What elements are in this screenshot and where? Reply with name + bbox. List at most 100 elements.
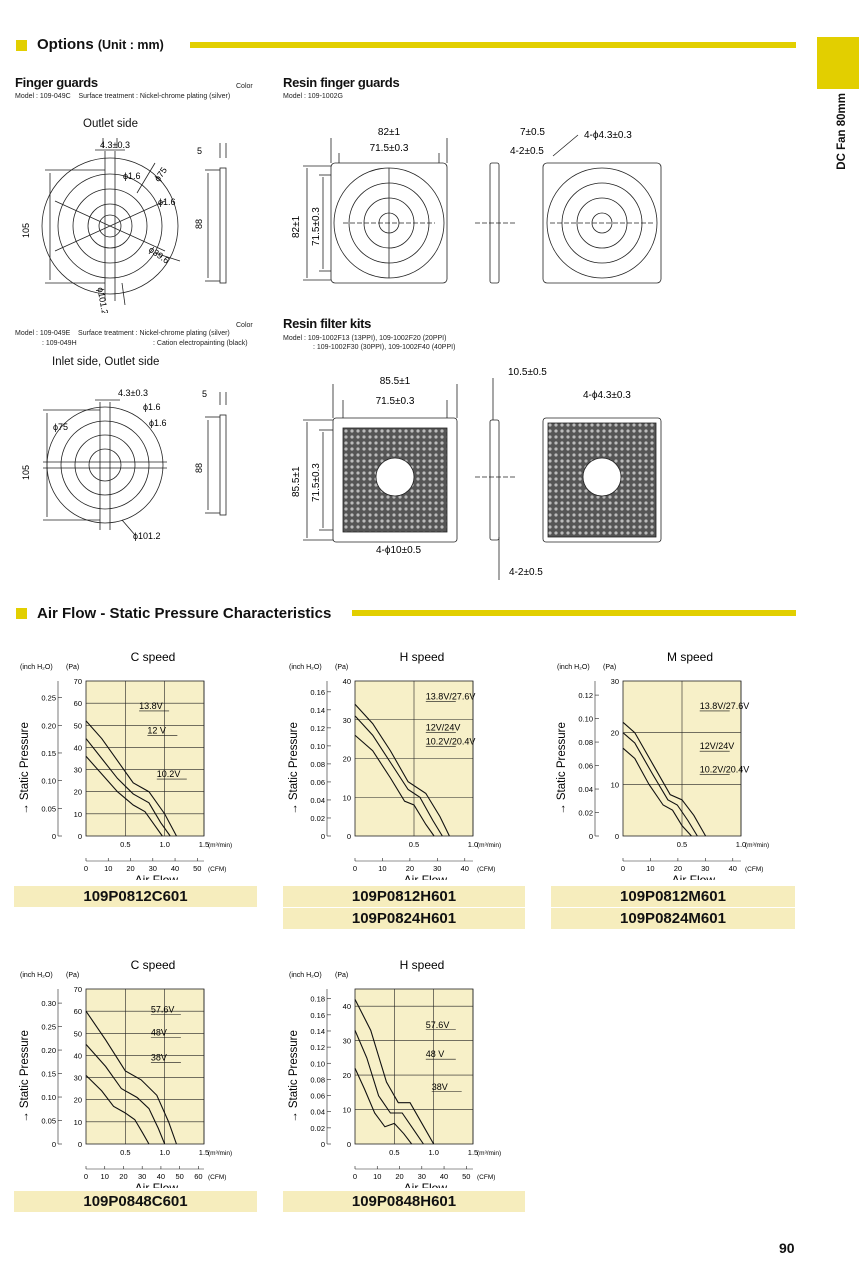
y-tick-inch: 0.10 [41, 777, 56, 786]
x-tick-m3: 0.5 [120, 1148, 130, 1157]
y-tick-inch: 0.10 [310, 1059, 325, 1068]
series-label: 10.2V/20.4V [426, 737, 476, 747]
series-line [85, 1043, 166, 1145]
y-tick-inch: 0.15 [41, 1070, 56, 1079]
series-line [354, 734, 435, 837]
x-tick-cfm: 10 [373, 1172, 381, 1181]
y-tick-pa: 50 [74, 1029, 82, 1038]
dim-105-b: 105 [21, 465, 31, 480]
y-tick-inch: 0.20 [41, 1046, 56, 1055]
unit-inch: (inch H₂O) [20, 664, 53, 671]
series-label: 13.8V/27.6V [700, 701, 750, 711]
x-tick-m3: 1.0 [159, 840, 169, 849]
side-tab [817, 37, 859, 89]
x-tick-m3: 1.0 [736, 840, 746, 849]
y-tick-pa: 40 [74, 743, 82, 752]
x-tick-cfm: 40 [171, 864, 179, 873]
y-tick-inch: 0.10 [310, 742, 325, 751]
x-tick-m3: 0.5 [677, 840, 687, 849]
series-line [354, 715, 443, 837]
y-tick-inch: 0.10 [41, 1093, 56, 1102]
x-unit-cfm: (CFM) [477, 1174, 495, 1181]
filter-models-1: Model : 109-1002F13 (13PPI), 109-1002F20… [283, 335, 447, 342]
y-axis-label: → Static Pressure [288, 1030, 300, 1123]
resin-finger-guard-drawing: 82±1 71.5±0.3 82±1 71.5±0.3 7±0.5 4-2±0.… [291, 127, 662, 284]
y-tick-pa: 30 [74, 1074, 82, 1083]
y-tick-pa: 30 [74, 766, 82, 775]
model-h48: 109P0848H601 [283, 1191, 525, 1212]
color-label: Color [236, 83, 253, 90]
series-label: 57.6V [426, 1020, 450, 1030]
dim-phi75-b: ϕ75 [53, 422, 68, 432]
x-tick-cfm: 0 [353, 1172, 357, 1181]
x-tick-cfm: 0 [84, 864, 88, 873]
x-unit-m3: (m³/min) [208, 1150, 232, 1157]
y-tick-inch: 0.06 [310, 778, 325, 787]
series-label: 48V [151, 1028, 167, 1038]
x-unit-cfm: (CFM) [477, 866, 495, 873]
y-axis-label: → Static Pressure [288, 722, 300, 815]
model-49h: : 109-049H [42, 340, 77, 347]
y-tick-inch: 0.30 [41, 999, 56, 1008]
y-tick-inch: 0 [52, 832, 56, 841]
unit-pa: (Pa) [66, 972, 79, 979]
x-tick-m3: 1.5 [468, 1148, 478, 1157]
series-label: 13.8V/27.6V [426, 692, 476, 702]
x-tick-cfm: 50 [193, 864, 201, 873]
resin-dim-82: 82±1 [378, 127, 401, 138]
y-tick-inch: 0 [52, 1140, 56, 1149]
y-axis-label: → Static Pressure [19, 722, 31, 815]
dim-5-b: 5 [202, 389, 207, 399]
y-tick-pa: 0 [347, 832, 351, 841]
dim-5: 5 [197, 146, 202, 156]
unit-pa: (Pa) [335, 972, 348, 979]
series-label: 12 V [147, 726, 166, 736]
x-tick-cfm: 10 [646, 864, 654, 873]
series-line [85, 720, 177, 837]
model-m24: 109P0824M601 [551, 907, 795, 929]
x-tick-cfm: 40 [461, 864, 469, 873]
x-unit-cfm: (CFM) [208, 866, 226, 873]
plot-area [85, 988, 205, 1145]
y-axis-label: → Static Pressure [556, 722, 568, 815]
x-tick-m3: 1.5 [199, 1148, 209, 1157]
finger-guards-model: Model : 109-049C Surface treatment : Nic… [15, 93, 231, 100]
x-tick-cfm: 20 [126, 864, 134, 873]
x-tick-cfm: 30 [433, 864, 441, 873]
filter-dim-hole: 4-ϕ4.3±0.3 [583, 390, 631, 401]
model-c48: 109P0848C601 [14, 1191, 257, 1212]
y-tick-inch: 0.12 [310, 1043, 325, 1052]
y-tick-inch: 0.02 [310, 1124, 325, 1133]
y-tick-pa: 20 [343, 755, 351, 764]
options-title: Options (Unit : mm) [37, 36, 164, 53]
unit-pa: (Pa) [603, 664, 616, 671]
y-tick-inch: 0.04 [310, 1108, 325, 1117]
model-c12: 109P0812C601 [14, 886, 257, 907]
dim-phi16-a: ϕ1.6 [123, 171, 141, 181]
chart-title: C speed [131, 650, 176, 664]
dim-phi16-b: ϕ1.6 [158, 197, 176, 207]
x-tick-cfm: 60 [194, 1172, 202, 1181]
unit-pa: (Pa) [335, 664, 348, 671]
filter-dim-hole10: 4-ϕ10±0.5 [376, 545, 421, 556]
x-tick-m3: 1.0 [468, 840, 478, 849]
y-tick-inch: 0.20 [41, 721, 56, 730]
filter-models-2: : 109-1002F30 (30PPI), 109-1002F40 (40PP… [313, 344, 456, 351]
series-line [85, 738, 171, 837]
x-axis-label: → Air Flow [120, 873, 178, 880]
x-tick-m3: 1.5 [199, 840, 209, 849]
y-tick-pa: 30 [343, 716, 351, 725]
y-tick-inch: 0.06 [578, 762, 593, 771]
section-marker [16, 40, 27, 51]
y-tick-pa: 60 [74, 699, 82, 708]
surface-49h: : Cation electropainting (black) [153, 340, 248, 347]
color-label-2: Color [236, 322, 253, 329]
y-tick-inch: 0.16 [310, 688, 325, 697]
series-label: 10.2V [157, 769, 181, 779]
series-label: 13.8V [139, 701, 163, 711]
x-axis-label: → Air Flow [389, 1181, 447, 1188]
resin-finger-guards-title: Resin finger guards [283, 75, 400, 90]
y-tick-pa: 10 [343, 793, 351, 802]
resin-dim-82-v: 82±1 [291, 215, 302, 238]
